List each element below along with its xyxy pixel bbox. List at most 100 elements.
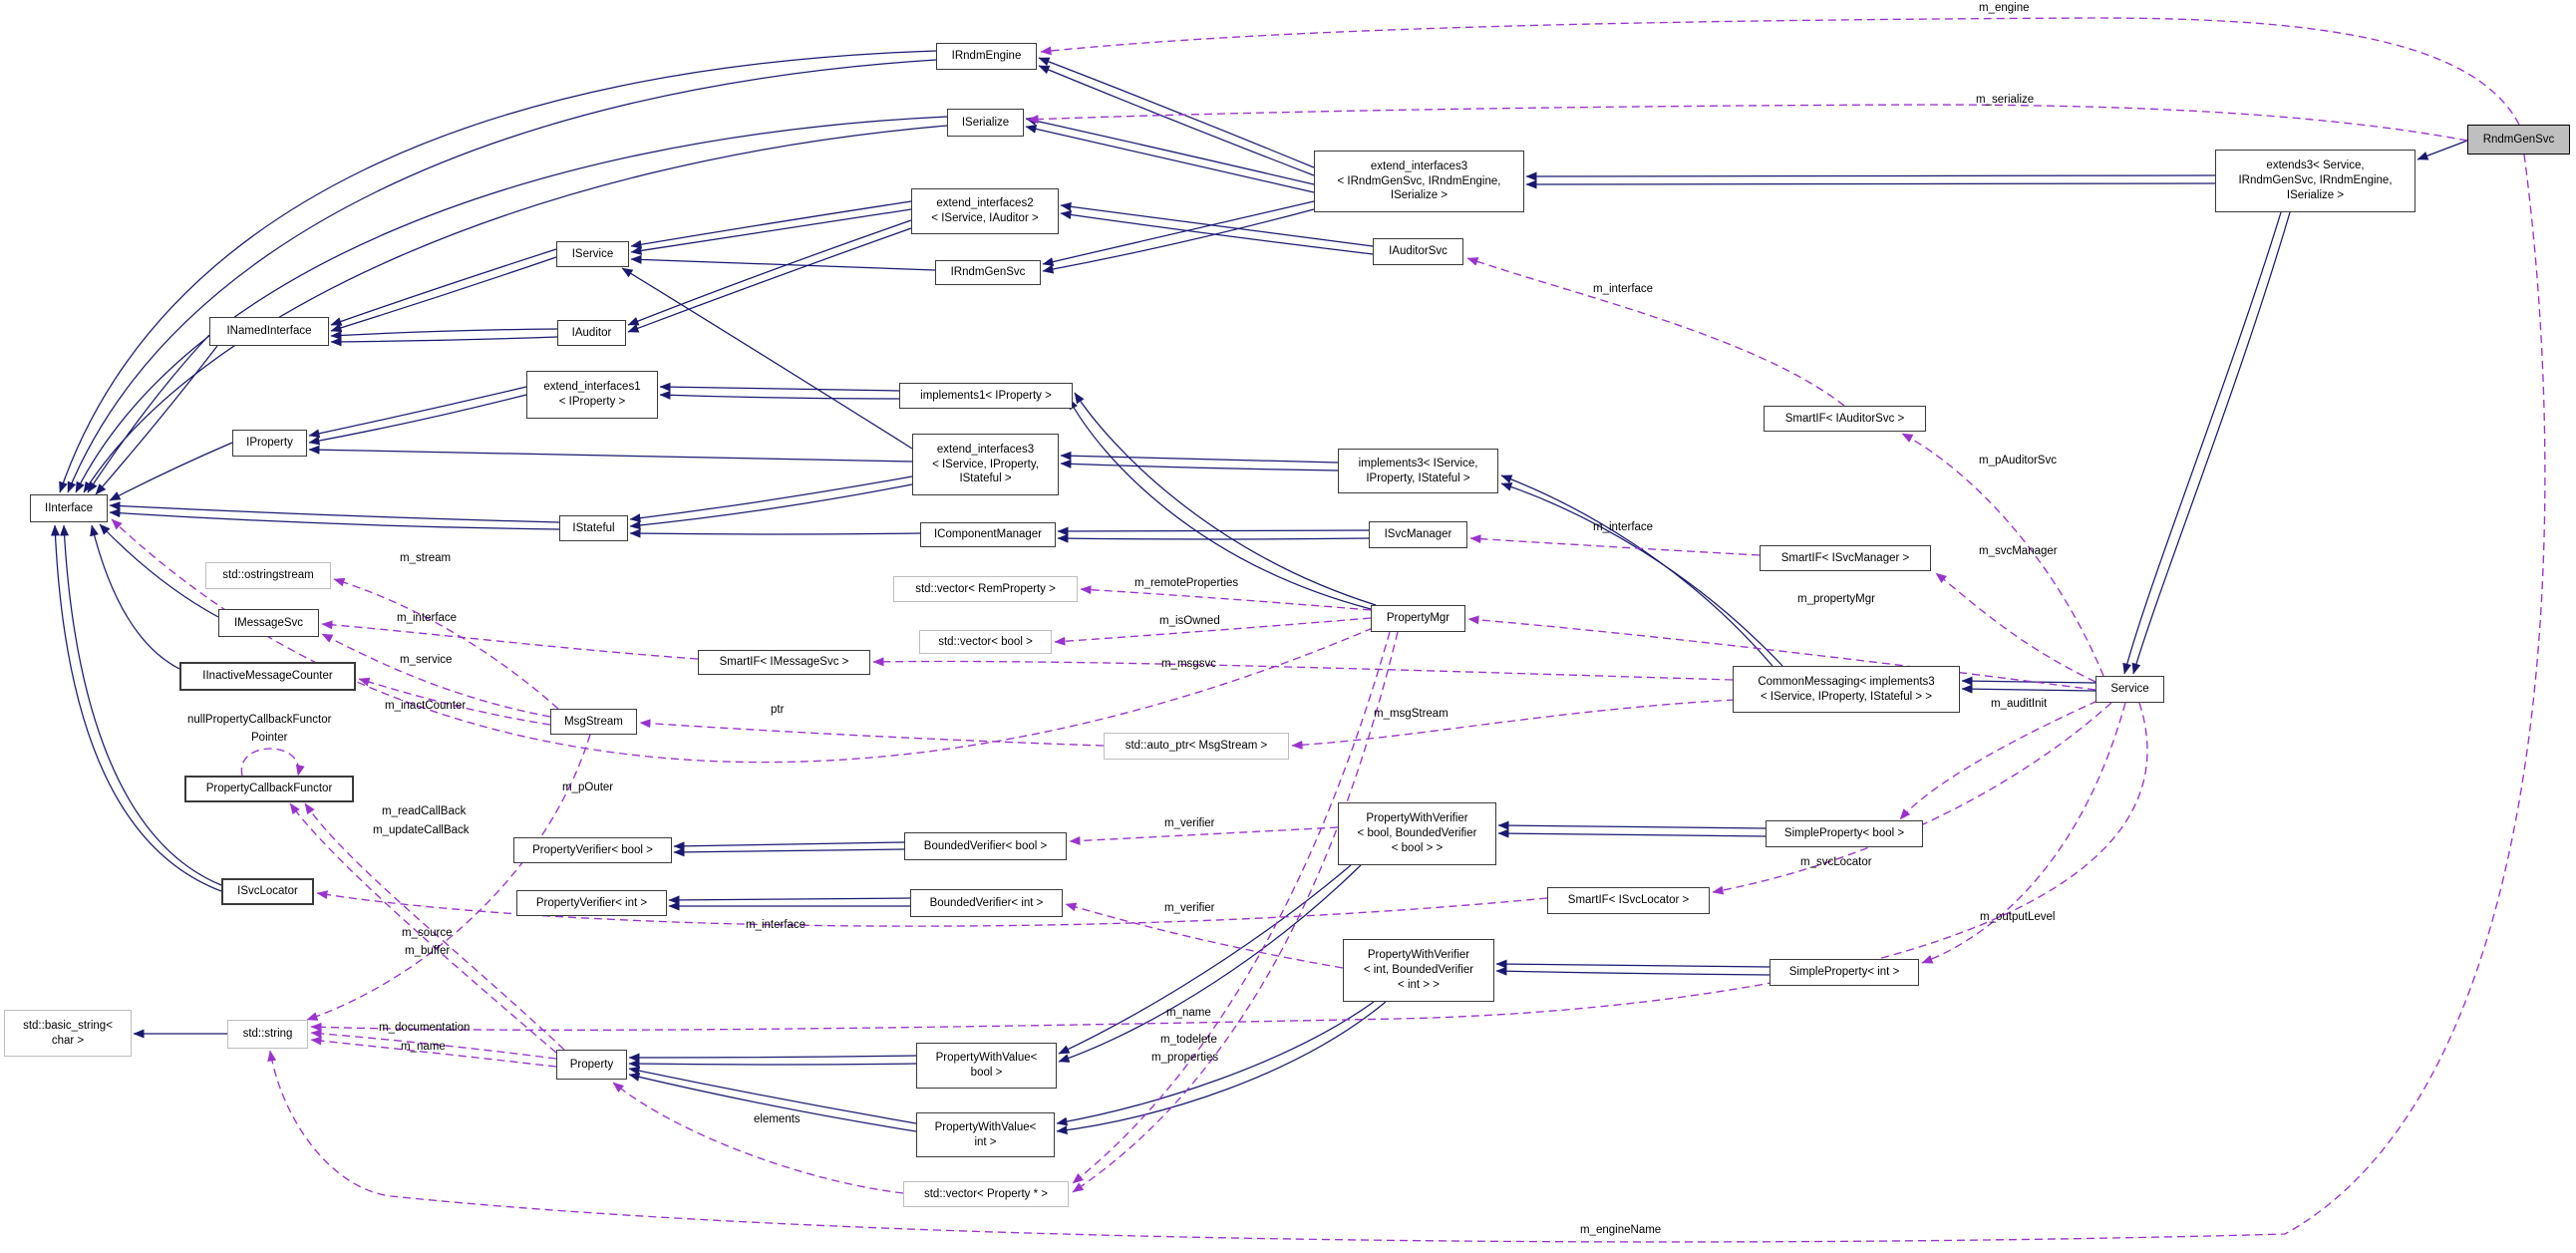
node-vecprop[interactable]: std::vector< Property * > [903,1181,1069,1207]
node-label: SmartIF< IMessageSvc > [719,656,849,669]
edge-propcbf-propcbf [240,748,305,777]
node-bvint[interactable]: BoundedVerifier< int > [910,889,1063,917]
edge-iauditorsvc-extif2 [1060,201,1374,247]
node-label: extend_interfaces3 [1370,159,1468,172]
node-msgstream[interactable]: MsgStream [550,709,637,735]
node-pwvalbool[interactable]: PropertyWithValue<bool > [916,1043,1057,1089]
node-isvcmanager[interactable]: ISvcManager [1369,521,1467,548]
node-autoptr[interactable]: std::auto_ptr< MsgStream > [1104,733,1289,760]
edge-service-smartsvcloc [1712,702,2112,895]
node-label: < bool, BoundedVerifier [1357,827,1477,840]
node-label: IProperty, IStateful > [1366,471,1470,484]
node-label: SimpleProperty< bool > [1783,827,1905,840]
edge-bvbool-pverbool [673,847,905,857]
node-label: CommonMessaging< implements3 [1758,675,1935,688]
edge-service-simpleint [1921,702,2126,964]
edge-label: nullPropertyCallbackFunctor [187,714,332,726]
node-bvbool[interactable]: BoundedVerifier< bool > [904,832,1067,860]
edge-label: m_source [402,927,453,939]
edge-label: m_remoteProperties [1134,577,1239,589]
node-pwvint[interactable]: PropertyWithVerifier< int, BoundedVerifi… [1343,939,1494,1002]
edge-extif2-iservice [630,208,912,255]
edge-label: m_service [400,654,453,666]
node-smartsvcloc[interactable]: SmartIF< ISvcLocator > [1547,887,1710,914]
node-impl3[interactable]: implements3< IService,IProperty, IStatef… [1338,449,1498,493]
edge-bvint-pverint [668,895,911,905]
node-label: IRndmGenSvc, IRndmEngine, [2238,174,2393,187]
node-label: IMessageSvc [233,616,304,629]
node-label: IInactiveMessageCounter [202,670,333,683]
node-extif3s[interactable]: extend_interfaces3< IService, IProperty,… [912,434,1059,495]
node-label: std::ostringstream [222,569,314,582]
node-simpleint[interactable]: SimpleProperty< int > [1770,959,1919,986]
edge-label: m_buffer [405,945,451,957]
node-imessagesvc[interactable]: IMessageSvc [218,609,319,637]
edge-label: m_svcManager [1979,545,2058,557]
node-smartmsgsvc[interactable]: SmartIF< IMessageSvc > [698,650,870,675]
node-pwvalint[interactable]: PropertyWithValue<int > [916,1112,1055,1157]
node-property[interactable]: Property [556,1050,627,1080]
node-istateful[interactable]: IStateful [559,515,628,541]
edge-service-string [310,702,2148,1032]
edge-pwvint-pwvalint [1056,1001,1375,1126]
node-extif2[interactable]: extend_interfaces2< IService, IAuditor > [911,188,1059,234]
edge-pwvalint-property [628,1066,917,1124]
edge-propertymgr-iinterface [111,518,1374,764]
node-pverbool[interactable]: PropertyVerifier< bool > [513,837,672,863]
edge-extif3r-irndmengine [1038,65,1315,176]
node-label: std::string [242,1028,293,1041]
node-inamed[interactable]: INamedInterface [209,317,329,346]
node-vecbool[interactable]: std::vector< bool > [919,630,1052,654]
node-label: IStateful [572,521,615,534]
node-irndmengine[interactable]: IRndmEngine [936,43,1037,70]
node-smartauditsvc[interactable]: SmartIF< IAuditorSvc > [1764,406,1926,432]
edge-smartmsgsvc-imessagesvc [321,620,699,660]
node-iauditorsvc[interactable]: IAuditorSvc [1373,238,1463,265]
node-label: < IService, IAuditor > [931,212,1039,224]
node-iserialize[interactable]: ISerialize [947,109,1024,137]
node-propertymgr[interactable]: PropertyMgr [1371,605,1465,632]
node-vecrem[interactable]: std::vector< RemProperty > [893,576,1078,602]
node-smartsvcmgr[interactable]: SmartIF< ISvcManager > [1760,545,1931,571]
node-iproperty[interactable]: IProperty [232,430,307,457]
edge-extif2-iservice [630,200,912,249]
edge-simplebool-pwvbool [1497,828,1767,838]
node-propcbf[interactable]: PropertyCallbackFunctor [184,776,354,802]
edge-label: m_name [401,1041,446,1053]
node-label: std::auto_ptr< MsgStream > [1125,740,1268,753]
node-rndmgensvc[interactable]: RndmGenSvc [2467,125,2570,155]
edge-commonmsg-impl3 [1500,474,1773,667]
node-label: PropertyWithValue< [934,1120,1037,1133]
node-label: ISerialize [961,116,1010,129]
node-iinterface[interactable]: IInterface [30,494,108,522]
edge-label: m_properties [1151,1052,1219,1064]
node-extif1[interactable]: extend_interfaces1< IProperty > [526,371,658,419]
node-label: IInterface [45,501,93,514]
node-label: SmartIF< ISvcLocator > [1567,894,1690,907]
node-simplebool[interactable]: SimpleProperty< bool > [1766,820,1923,847]
node-impl1[interactable]: implements1< IProperty > [899,383,1073,409]
edge-iserialize-iinterface [83,125,948,493]
edge-impl3-extif3s [1060,451,1339,464]
edge-pwvalbool-property [628,1059,917,1069]
node-basicstring[interactable]: std::basic_string<char > [4,1010,132,1057]
edge-extends3-service [2131,211,2291,675]
node-isvclocator[interactable]: ISvcLocator [221,878,314,905]
node-extends3[interactable]: extends3< Service,IRndmGenSvc, IRndmEngi… [2215,150,2415,212]
node-pwvbool[interactable]: PropertyWithVerifier< bool, BoundedVerif… [1338,802,1496,865]
node-label: < int > > [1398,978,1440,991]
node-extif3r[interactable]: extend_interfaces3< IRndmGenSvc, IRndmEn… [1314,151,1524,212]
node-icompmgr[interactable]: IComponentManager [920,522,1056,547]
node-irndmgensvc[interactable]: IRndmGenSvc [935,260,1041,285]
edge-service-simplebool [1899,700,2098,820]
node-ostringstream[interactable]: std::ostringstream [205,562,331,589]
node-string[interactable]: std::string [227,1020,308,1049]
node-pverint[interactable]: PropertyVerifier< int > [516,890,667,916]
node-label: std::vector< RemProperty > [915,582,1056,595]
node-commonmsg[interactable]: CommonMessaging< implements3< IService, … [1733,666,1960,713]
node-iinactive[interactable]: IInactiveMessageCounter [179,662,356,691]
node-iauditor[interactable]: IAuditor [557,320,626,346]
node-iservice[interactable]: IService [556,241,629,267]
node-service[interactable]: Service [2095,676,2164,703]
edge-isvclocator-iinterface [60,524,222,886]
